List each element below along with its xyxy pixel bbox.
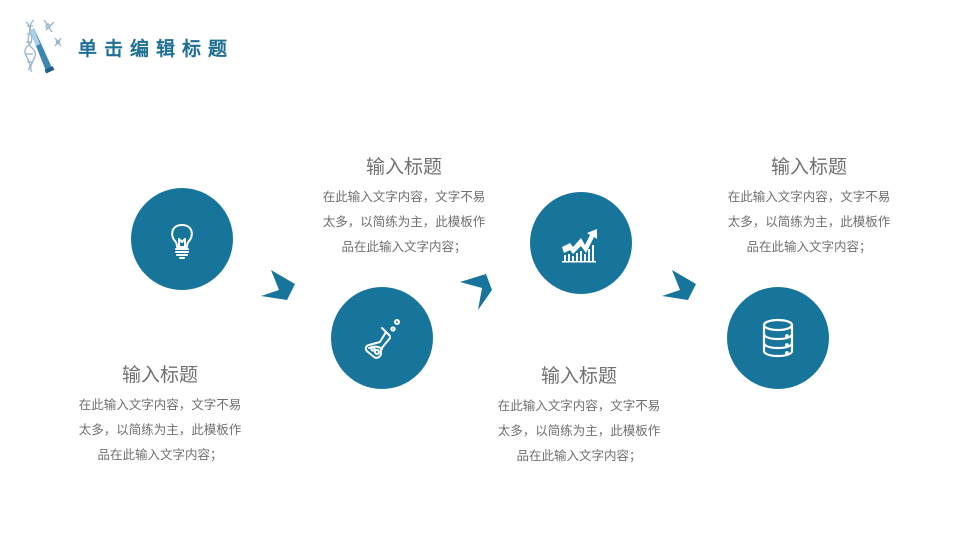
step-4-text: 输入标题 在此输入文字内容，文字不易 太多，以简练为主，此模板作 品在此输入文字…	[709, 154, 909, 259]
dna-test-tube-icon	[18, 14, 64, 76]
lightbulb-icon	[171, 224, 193, 259]
chevron-arrow-icon	[460, 274, 492, 310]
step-3-title[interactable]: 输入标题	[540, 365, 617, 387]
step-3-body[interactable]: 在此输入文字内容，文字不易 太多，以简练为主，此模板作 品在此输入文字内容；	[497, 398, 661, 463]
step-1-text: 输入标题 在此输入文字内容，文字不易 太多，以简练为主，此模板作 品在此输入文字…	[60, 362, 260, 467]
step-4-title[interactable]: 输入标题	[770, 156, 847, 178]
step-1-body[interactable]: 在此输入文字内容，文字不易 太多，以简练为主，此模板作 品在此输入文字内容；	[78, 397, 242, 462]
step-2-title[interactable]: 输入标题	[365, 156, 442, 178]
step-3-text: 输入标题 在此输入文字内容，文字不易 太多，以简练为主，此模板作 品在此输入文字…	[479, 363, 679, 468]
chevron-arrow-icon	[662, 270, 696, 300]
step-3-circle	[530, 192, 632, 294]
step-1-circle	[131, 188, 233, 290]
step-1-title[interactable]: 输入标题	[121, 364, 198, 386]
flask-icon	[364, 319, 400, 359]
step-4-circle	[727, 287, 829, 389]
step-2-text: 输入标题 在此输入文字内容，文字不易 太多，以简练为主，此模板作 品在此输入文字…	[304, 154, 504, 259]
step-2-body[interactable]: 在此输入文字内容，文字不易 太多，以简练为主，此模板作 品在此输入文字内容；	[322, 189, 486, 254]
chevron-arrow-icon	[261, 270, 295, 300]
step-2-circle	[331, 287, 433, 389]
page-title[interactable]: 单击编辑标题	[78, 38, 235, 60]
growth-chart-icon	[562, 229, 597, 263]
database-icon	[762, 318, 794, 358]
step-4-body[interactable]: 在此输入文字内容，文字不易 太多，以简练为主，此模板作 品在此输入文字内容；	[727, 189, 891, 254]
